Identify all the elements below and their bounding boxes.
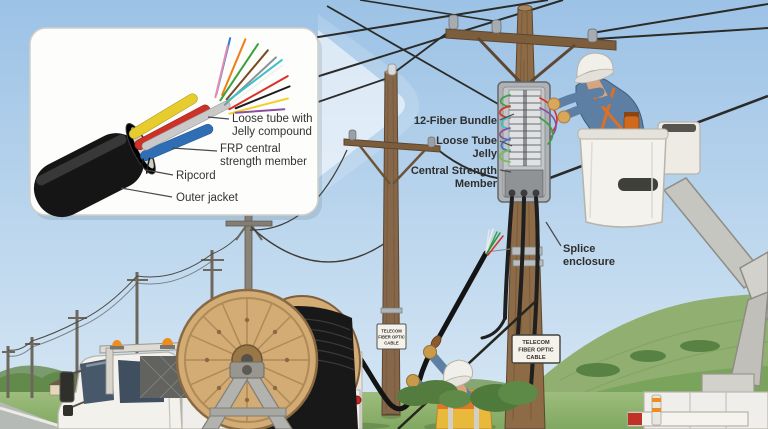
fiber-strands xyxy=(214,37,291,115)
lineman-in-bucket xyxy=(547,52,647,143)
label-outer-jacket: Outer jacket xyxy=(176,192,239,204)
splice-fibers-left xyxy=(499,94,511,163)
label-loose-tube-line1: Loose tube with xyxy=(232,113,313,125)
label-splice-1: Splice xyxy=(563,243,595,255)
label-fiber-bundle: 12-Fiber Bundle xyxy=(414,115,497,127)
label-loose-tube-2: Jelly xyxy=(473,148,498,160)
distant-utility-poles xyxy=(2,226,247,398)
inset-panel: Loose tube with Jelly compound FRP centr… xyxy=(29,27,322,220)
glove xyxy=(557,110,571,124)
telecom-sign-small: TELECOM FIBER OPTIC CABLE xyxy=(376,323,407,350)
label-loose-tube-1: Loose Tube xyxy=(436,135,497,147)
glove xyxy=(423,345,437,359)
sign-large-line3: CABLE xyxy=(526,355,546,361)
label-central-strength-2: Member xyxy=(455,178,498,190)
cable-end-fibers xyxy=(485,228,504,256)
bushes xyxy=(397,380,538,412)
label-ripcord: Ripcord xyxy=(176,170,216,182)
sign-large-line2: FIBER OPTIC xyxy=(518,348,553,354)
splice-enclosure xyxy=(480,81,558,402)
sign-small-line2: FIBER OPTIC xyxy=(378,335,405,340)
label-central-strength-1: Central Strength xyxy=(411,165,497,177)
aerial-bucket xyxy=(577,121,701,228)
label-splice-2: enclosure xyxy=(563,256,615,268)
glove xyxy=(547,97,561,111)
label-frp-line2: strength member xyxy=(220,156,307,168)
splice-fibers-right xyxy=(539,97,558,145)
bucket-truck-boom xyxy=(627,177,768,429)
cable-reel xyxy=(175,288,361,429)
sign-large-line1: TELECOM xyxy=(522,340,550,346)
sign-small-line1: TELECOM xyxy=(381,329,402,334)
scene-labels: 12-Fiber Bundle Loose Tube Jelly Central… xyxy=(411,113,615,268)
label-frp-line1: FRP central xyxy=(220,143,281,155)
ripcord-threads xyxy=(139,157,151,174)
windshield xyxy=(80,358,114,404)
cable-cutaway xyxy=(33,37,291,218)
sign-small-line3: CABLE xyxy=(384,341,399,346)
inset-labels: Loose tube with Jelly compound FRP centr… xyxy=(120,113,313,204)
side-mirror xyxy=(59,371,75,403)
spotlight-beam xyxy=(318,14,419,196)
telecom-sign-large: TELECOM FIBER OPTIC CABLE xyxy=(511,334,561,364)
label-loose-tube-line2: Jelly compound xyxy=(232,126,312,138)
